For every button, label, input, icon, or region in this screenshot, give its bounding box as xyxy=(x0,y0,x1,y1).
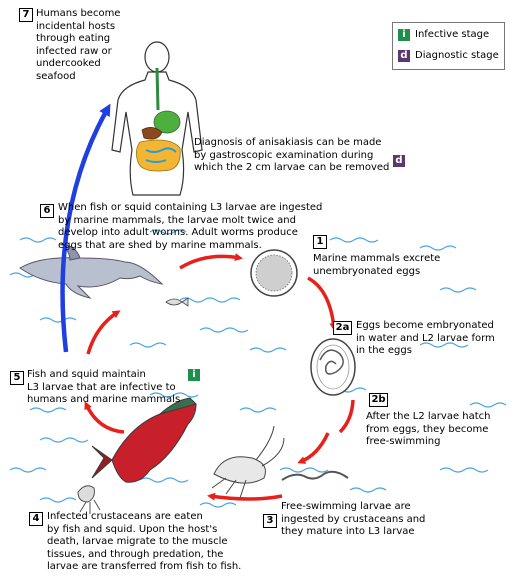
squid xyxy=(77,485,101,514)
salmon xyxy=(91,397,197,483)
step-6-number: 6 xyxy=(40,204,54,218)
step-5-text: Fish and squid maintain L3 larvae that a… xyxy=(27,369,181,405)
water-waves xyxy=(9,229,507,508)
step-2a-text: Eggs become embryonated in water and L2 … xyxy=(356,320,495,356)
diagnosis-badge: d xyxy=(393,155,405,167)
step-2a-number: 2a xyxy=(333,321,352,335)
diagnosis-text: Diagnosis of anisakiasis can be made by … xyxy=(194,137,390,173)
step-2b-number: 2b xyxy=(369,393,388,407)
diagnostic-stage-label: Diagnostic stage xyxy=(415,50,499,61)
human-infection-arrow xyxy=(60,103,111,353)
step-5-number: 5 xyxy=(10,371,24,385)
step-3-text: Free-swimming larvae are ingested by cru… xyxy=(281,501,426,537)
step-2b-text: After the L2 larvae hatch from eggs, the… xyxy=(366,411,491,447)
infective-stage-label: Infective stage xyxy=(415,29,490,40)
step-1-text: Marine mammals excrete unembryonated egg… xyxy=(313,253,441,277)
legend xyxy=(392,22,505,70)
step-7-number: 7 xyxy=(19,8,33,22)
step-3-number: 3 xyxy=(263,514,277,528)
step-7-text: Humans become incidental hosts through e… xyxy=(36,8,121,82)
infective-stage-badge: i xyxy=(398,29,410,41)
step-4-text: Infected crustaceans are eaten by fish a… xyxy=(47,511,242,572)
digestive-tract xyxy=(136,67,181,172)
embryonated-egg xyxy=(310,338,356,396)
free-swimming-larva xyxy=(281,470,349,481)
diagnostic-stage-badge: d xyxy=(398,50,410,62)
unembryonated-egg xyxy=(250,249,298,297)
infective-stage-marker: i xyxy=(188,369,200,381)
step-6-text: When fish or squid containing L3 larvae … xyxy=(58,202,323,251)
crustacean xyxy=(211,425,285,499)
small-fish xyxy=(165,297,189,307)
step-4-number: 4 xyxy=(29,512,43,526)
dolphin xyxy=(19,243,164,299)
step-1-number: 1 xyxy=(313,235,327,249)
